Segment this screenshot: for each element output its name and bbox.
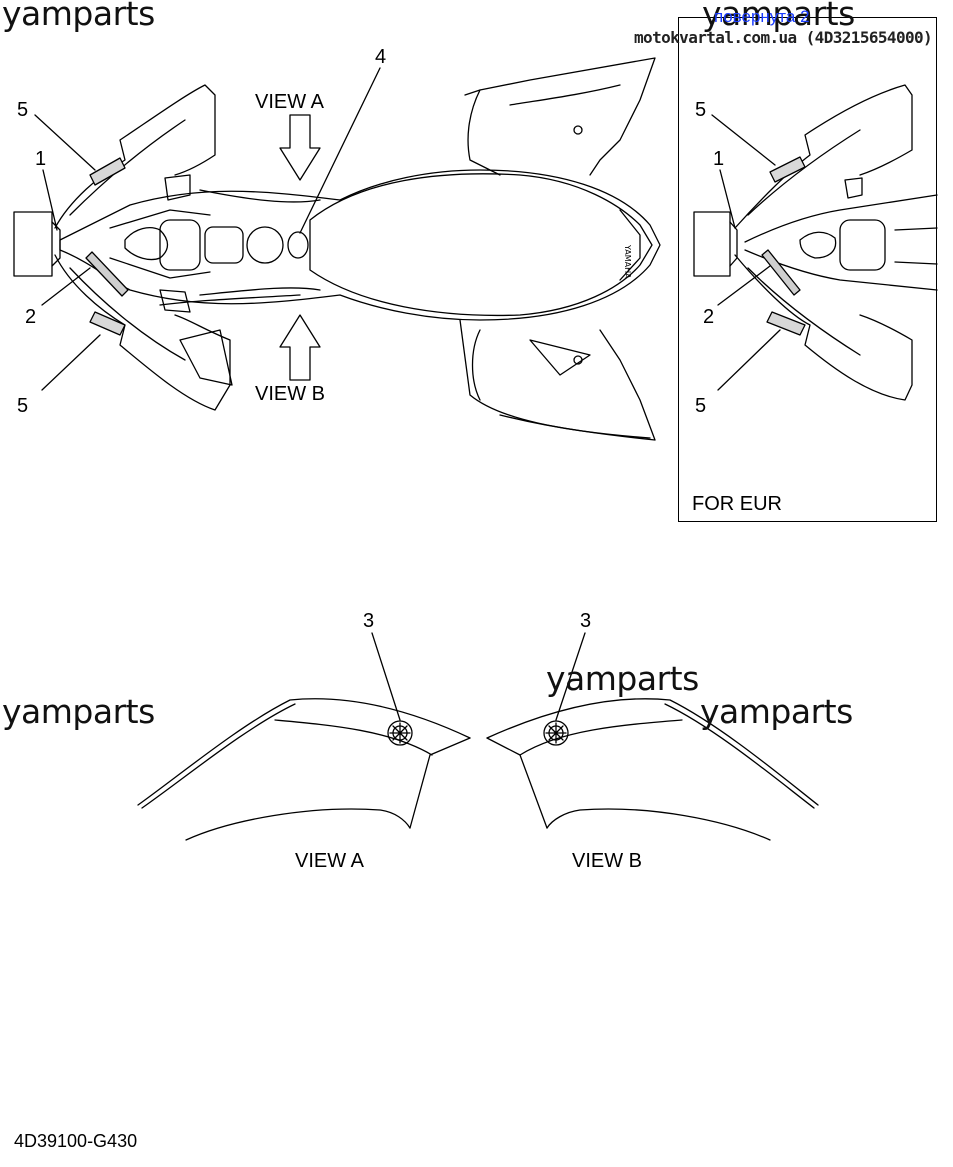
for-eur-inset-frame <box>678 17 937 522</box>
watermark: yamparts <box>546 659 699 698</box>
inset-callout-5: 5 <box>695 395 707 417</box>
main-sticker-5-top <box>89 157 126 186</box>
view-b-callout-3: 3 <box>580 610 592 632</box>
inset-callout-5: 5 <box>695 99 707 121</box>
diagram-code: 4D39100-G430 <box>14 1131 138 1151</box>
view-b-arrow <box>279 314 321 381</box>
callout-5: 5 <box>17 99 29 121</box>
watermark: yamparts <box>700 692 853 731</box>
view-a-label: VIEW A <box>255 91 324 113</box>
svg-text:YAMAHA: YAMAHA <box>623 244 632 279</box>
callout-5: 5 <box>17 395 29 417</box>
view-a-arrow <box>279 114 321 181</box>
inset-atv-view <box>693 84 938 401</box>
site-stamp: motokvartal.com.ua (4D3215654000) <box>634 28 933 47</box>
atv-top-view: YAMAHA <box>13 57 661 441</box>
inset-callout-1: 1 <box>713 148 725 170</box>
main-sticker-2 <box>85 251 129 297</box>
inset-callout-2: 2 <box>703 306 715 328</box>
view-b-label: VIEW B <box>255 383 326 405</box>
watermark: yamparts <box>702 0 855 33</box>
view-a-callout-3: 3 <box>363 610 375 632</box>
view-b-caption: VIEW B <box>572 850 643 872</box>
view-b-fender <box>486 698 819 841</box>
view-a-caption: VIEW A <box>295 850 364 872</box>
inset-sticker-5-bottom <box>766 311 806 336</box>
watermark: yamparts <box>2 0 155 33</box>
inset-sticker-5-top <box>769 156 806 183</box>
view-a-emblem <box>387 720 413 746</box>
for-eur-label: FOR EUR <box>692 493 782 515</box>
callout-2: 2 <box>25 306 37 328</box>
rotated-link[interactable]: повернута 2 <box>714 7 810 26</box>
inset-sticker-2 <box>761 249 801 296</box>
view-b-emblem <box>543 720 569 746</box>
main-sticker-5-bottom <box>89 311 126 336</box>
callout-4: 4 <box>375 46 387 68</box>
view-a-fender <box>137 698 471 841</box>
watermark: yamparts <box>2 692 155 731</box>
callout-1: 1 <box>35 148 47 170</box>
